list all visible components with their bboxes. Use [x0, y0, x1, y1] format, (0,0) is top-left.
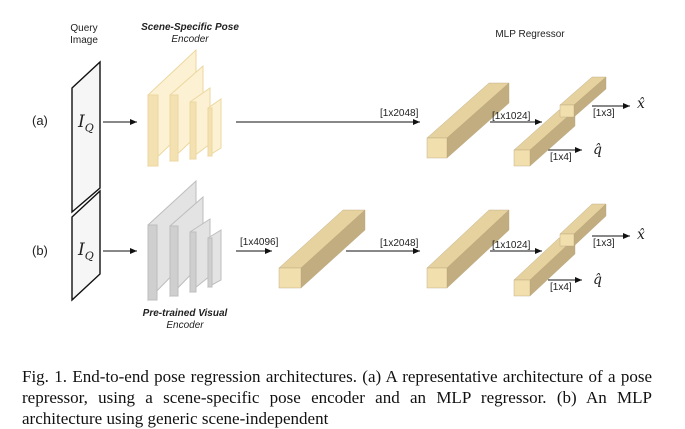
output-q-a: q̂ [593, 142, 602, 158]
input-symbol-b: IQ [78, 240, 94, 263]
pretrained-encoder-label: Pre-trained Visual Encoder [142, 308, 228, 331]
dim-a-1024: [1x1024] [492, 111, 531, 122]
row-label-a: (a) [32, 113, 48, 128]
dim-b-1024: [1x1024] [492, 240, 531, 251]
output-x-a: x̂ [637, 96, 645, 112]
dim-a-3: [1x3] [593, 108, 615, 119]
scene-specific-encoder-label: Scene-Specific Pose Encoder [141, 22, 239, 45]
block-b-3 [559, 203, 607, 247]
dim-b-2048: [1x2048] [380, 238, 419, 249]
mlp-blocks [278, 76, 607, 297]
figure-caption: Fig. 1. End-to-end pose regression archi… [22, 367, 652, 428]
input-symbol-a: IQ [78, 112, 94, 135]
query-image-b [71, 189, 101, 302]
arrows-row-a [103, 103, 630, 153]
dim-a-4: [1x4] [550, 152, 572, 163]
block-a-1024 [513, 109, 576, 167]
block-a-2048 [426, 82, 510, 159]
block-b-2048 [426, 209, 510, 289]
mlp-regressor-label: MLP Regressor [495, 29, 565, 40]
output-q-b: q̂ [593, 272, 602, 288]
architecture-diagram [71, 48, 630, 302]
pretrained-encoder [147, 179, 222, 302]
dim-b-4096: [1x4096] [240, 237, 279, 248]
query-image-a [71, 60, 101, 214]
dim-a-2048: [1x2048] [380, 108, 419, 119]
arrows-row-b [103, 233, 630, 283]
block-b-1024 [513, 237, 576, 297]
query-image-label: Query Image [70, 23, 98, 46]
row-label-b: (b) [32, 243, 48, 258]
dim-b-3: [1x3] [593, 238, 615, 249]
output-x-b: x̂ [637, 227, 645, 243]
scene-specific-encoder [147, 48, 222, 168]
block-b-4096 [278, 209, 366, 289]
block-a-3 [559, 76, 607, 118]
dim-b-4: [1x4] [550, 282, 572, 293]
